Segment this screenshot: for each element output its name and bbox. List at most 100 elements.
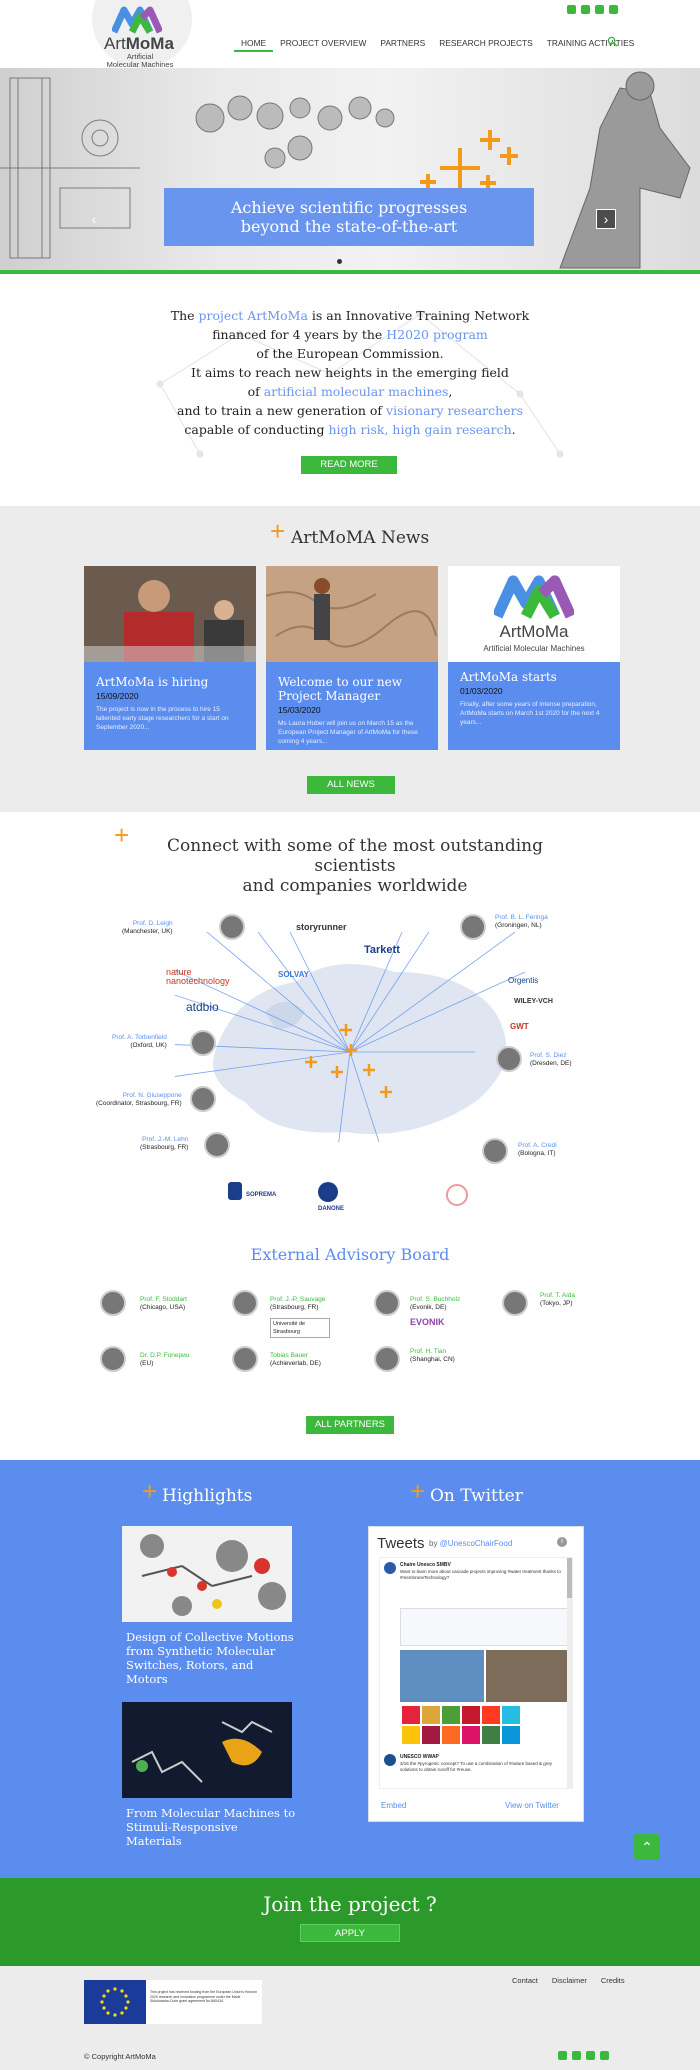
feed-scrollbar[interactable] xyxy=(567,1558,572,1788)
news-card-title[interactable]: ArtMoMa is hiring xyxy=(96,675,209,689)
scientist-torbenfield[interactable]: Prof. A. Torbenfield(Oxford, UK) xyxy=(112,1034,167,1049)
nav-research-projects[interactable]: RESEARCH PROJECTS xyxy=(439,38,533,48)
artmoma-logo-mark xyxy=(494,575,574,620)
highlight-caption[interactable]: From Molecular Machines to Stimuli-Respo… xyxy=(126,1806,296,1848)
h2020-link[interactable]: H2020 program xyxy=(386,327,488,342)
project-link[interactable]: project ArtMoMa xyxy=(198,308,308,323)
twitter-handle-link[interactable]: @UnescoChairFood xyxy=(439,1539,513,1548)
back-to-top-button[interactable]: ⌃ xyxy=(634,1834,660,1860)
researchers-link[interactable]: visionary researchers xyxy=(386,403,523,418)
scientist-credi[interactable]: Prof. A. Credi(Bologna, IT) xyxy=(518,1142,557,1157)
nav-project-overview[interactable]: PROJECT OVERVIEW xyxy=(280,38,367,48)
company-logo-danone[interactable]: DANONE xyxy=(318,1206,345,1212)
read-more-button[interactable]: READ MORE xyxy=(301,456,397,474)
intro-line-4: It aims to reach new heights in the emer… xyxy=(191,365,509,380)
apply-button[interactable]: APPLY xyxy=(300,1924,400,1942)
tweet-card[interactable] xyxy=(400,1608,568,1646)
company-logo-nature-nano[interactable]: nature nanotechnology xyxy=(166,967,230,986)
facebook-icon[interactable] xyxy=(581,5,590,14)
eab-member[interactable]: Prof. J.-P. Sauvage(Strasbourg, FR) xyxy=(270,1296,326,1311)
tweet-image[interactable] xyxy=(400,1650,568,1750)
footer-link-credits[interactable]: Credits xyxy=(600,1976,625,1985)
company-logo-gwt[interactable]: GWT xyxy=(510,1022,529,1031)
logo-name[interactable]: ArtMoMa xyxy=(104,34,174,54)
site-header: ArtMoMa Artificial Molecular Machines HO… xyxy=(0,0,700,69)
news-card[interactable]: Welcome to our new Project Manager 15/03… xyxy=(265,566,438,750)
company-logo-storyrunner[interactable]: storyrunner xyxy=(296,922,347,932)
scientist-leigh[interactable]: Prof. D. Leigh(Manchester, UK) xyxy=(122,920,173,935)
avatar xyxy=(232,1290,258,1316)
news-card-title[interactable]: Welcome to our new Project Manager xyxy=(278,675,403,703)
company-logo-wiley[interactable]: WILEY-VCH xyxy=(514,998,553,1005)
mail-icon[interactable] xyxy=(558,2051,567,2060)
nav-partners[interactable]: PARTNERS xyxy=(380,38,426,48)
mail-icon[interactable] xyxy=(567,5,576,14)
hero-caption-line1: Achieve scientific progresses xyxy=(230,198,468,217)
news-card[interactable]: ArtMoMa is hiring 15/09/2020 The project… xyxy=(84,566,256,750)
highlight-caption[interactable]: Design of Collective Motions from Synthe… xyxy=(126,1630,294,1686)
highlight-image-materials[interactable] xyxy=(122,1702,292,1798)
avatar xyxy=(502,1290,528,1316)
eab-member[interactable]: Prof. F. Stoddart(Chicago, USA) xyxy=(140,1296,187,1311)
linkedin-icon[interactable] xyxy=(586,2051,595,2060)
facebook-icon[interactable] xyxy=(572,2051,581,2060)
eab-member[interactable]: Prof. S. Buchholz(Evonik, DE) xyxy=(410,1296,461,1311)
slider-prev-button[interactable]: ‹ xyxy=(91,211,97,227)
intro-line-5: of artificial molecular machines, xyxy=(247,384,453,399)
scientist-diez[interactable]: Prof. S. Diez(Dresden, DE) xyxy=(530,1052,572,1067)
news-card-date: 15/09/2020 xyxy=(96,691,139,701)
info-icon[interactable]: i xyxy=(557,1537,567,1547)
nav-training-activities[interactable]: TRAINING ACTIVITIES xyxy=(546,38,635,48)
company-logo-soprema[interactable]: SOPREMA xyxy=(246,1192,277,1198)
twitter-title: On Twitter xyxy=(430,1486,523,1506)
scientist-lehn[interactable]: Prof. J.-M. Lehn(Strasbourg, FR) xyxy=(140,1136,189,1151)
eab-member[interactable]: Dr. D.P. Fonериu(EU) xyxy=(140,1352,190,1367)
company-logo-tarkett[interactable]: Tarkett xyxy=(364,944,400,956)
amm-link[interactable]: artificial molecular machines xyxy=(263,384,449,399)
all-partners-button[interactable]: ALL PARTNERS xyxy=(306,1416,394,1434)
avatar xyxy=(496,1046,522,1072)
slider-dot[interactable] xyxy=(337,259,342,264)
intro-section: The project ArtMoMa is an Innovative Tra… xyxy=(0,274,700,506)
all-news-button[interactable]: ALL NEWS xyxy=(307,776,395,794)
twitter-icon[interactable] xyxy=(600,2051,609,2060)
search-icon[interactable] xyxy=(607,36,618,47)
tweets-by: by @UnescoChairFood xyxy=(429,1539,513,1548)
slider-next-button[interactable]: › xyxy=(596,209,616,229)
partners-title: Connect with some of the most outstandin… xyxy=(130,836,580,896)
company-logo-atdbio[interactable]: atdbio xyxy=(186,1000,219,1014)
tweet-author[interactable]: UNESCO WWAP xyxy=(400,1754,439,1760)
hero-caption: Achieve scientific progresses beyond the… xyxy=(164,188,534,246)
company-logo-orgentis[interactable]: Orgentis xyxy=(508,976,539,985)
linkedin-icon[interactable] xyxy=(595,5,604,14)
news-card-title[interactable]: ArtMoMa starts xyxy=(460,670,557,684)
eab-member[interactable]: Prof. T. Aida(Tokyo, JP) xyxy=(540,1292,575,1307)
partners-title-line1: Connect with some of the most outstandin… xyxy=(167,836,543,876)
eab-member[interactable]: Tobias Bauer(Achieverlab, DE) xyxy=(270,1352,321,1367)
soprema-icon xyxy=(228,1182,242,1200)
footer-link-disclaimer[interactable]: Disclaimer xyxy=(551,1976,587,1985)
scientist-feringa[interactable]: Prof. B. L. Feringa(Groningen, NL) xyxy=(495,914,548,929)
company-logo-solvay[interactable]: SOLVAY xyxy=(278,970,309,979)
tweet-author[interactable]: Chaire Unesco SMBV xyxy=(400,1562,451,1568)
intro-line-7: capable of conducting high risk, high ga… xyxy=(184,422,516,437)
artmoma-logo-mark[interactable] xyxy=(112,6,162,34)
high-risk-link[interactable]: high risk, high gain research xyxy=(328,422,512,437)
highlight-image-gears[interactable] xyxy=(122,1526,292,1622)
news-image-hiring xyxy=(84,566,256,662)
avatar xyxy=(384,1754,396,1766)
scientist-giuseppone[interactable]: Prof. N. Giuseppone(Coordinator, Strasbo… xyxy=(96,1092,182,1107)
footer-link-contact[interactable]: Contact xyxy=(512,1976,538,1985)
footer-links: Contact Disclaimer Credits xyxy=(512,1976,625,1985)
nav-home[interactable]: HOME xyxy=(234,36,274,52)
europe-map xyxy=(175,932,526,1142)
embed-link[interactable]: Embed xyxy=(381,1801,407,1810)
twitter-icon[interactable] xyxy=(609,5,618,14)
eab-member[interactable]: Prof. H. Tian(Shanghai, CN) xyxy=(410,1348,455,1363)
tweet-feed[interactable]: Chaire Unesco SMBV Want to learn more ab… xyxy=(379,1557,573,1789)
card-logo-sub: Artificial Molecular Machines xyxy=(483,644,585,653)
news-card[interactable]: ArtMoMa Artificial Molecular Machines Ar… xyxy=(448,566,620,750)
news-card-excerpt: Ms Laura Huber will join us on March 15 … xyxy=(278,720,418,745)
view-on-twitter-link[interactable]: View on Twitter xyxy=(505,1801,559,1810)
